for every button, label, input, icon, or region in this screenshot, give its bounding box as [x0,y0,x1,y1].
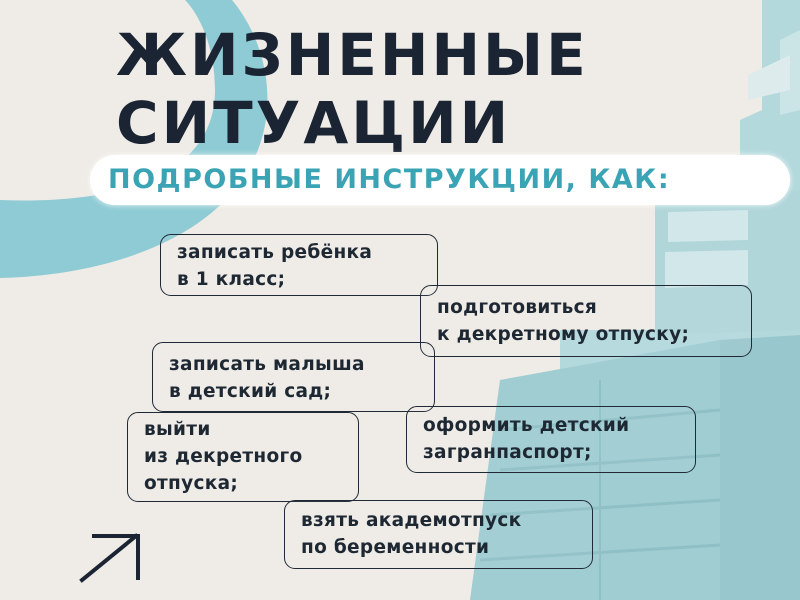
teal-arc-shape [0,0,268,278]
card-text-line: оформить детский [423,415,630,436]
card-text-line: выйти [144,419,211,440]
subtitle: ПОДРОБНЫЕ ИНСТРУКЦИИ, КАК: [108,164,671,195]
card-text-line: загранпаспорт; [423,442,592,463]
card-text-line: взять академотпуск [301,510,522,531]
title-line-1: ЖИЗНЕННЫЕ [116,21,589,89]
card-text-line: в 1 класс; [177,269,286,290]
situation-card-academic-leave: взять академотпуск по беременности [284,500,593,569]
situation-card-child-passport: оформить детский загранпаспорт; [406,406,696,473]
card-text-line: из декретного [144,446,303,467]
situation-card-kindergarten: записать малыша в детский сад; [152,342,435,412]
card-text-line: к декретному отпуску; [437,324,690,345]
card-text-line: отпуска; [144,473,239,494]
card-text-line: записать ребёнка [177,242,373,263]
title-line-2: СИТУАЦИИ [116,89,512,157]
card-text-line: подготовиться [437,297,598,318]
situation-card-maternity-leave-prep: подготовиться к декретному отпуску; [420,285,752,357]
situation-card-return-from-leave: выйти из декретного отпуска; [127,412,359,502]
subtitle-pill [90,155,790,205]
card-text-line: записать малыша [169,354,365,375]
situation-card-enroll-first-grade: записать ребёнка в 1 класс; [160,234,438,296]
card-text-line: в детский сад; [169,381,332,402]
card-text-line: по беременности [301,537,490,558]
building-image [470,0,800,600]
arrow-up-right-icon [79,533,140,583]
